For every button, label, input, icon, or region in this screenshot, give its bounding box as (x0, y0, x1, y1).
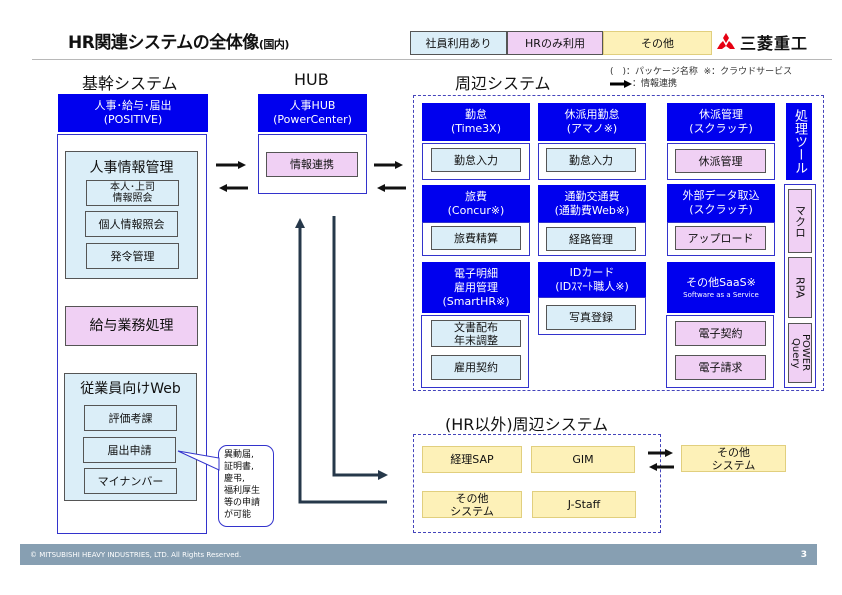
processing-tools-header: 処理ツール (786, 103, 812, 180)
macro-tool[interactable]: マクロ (788, 189, 812, 253)
peripheral-systems-frame (413, 95, 824, 391)
tools-title: 処理ツール (792, 109, 807, 174)
other-system[interactable]: その他 システム (422, 491, 522, 518)
head-line: (スクラッチ) (689, 122, 753, 135)
system-header-travel: 旅費(Concur※) (422, 185, 530, 223)
header-divider (32, 59, 832, 60)
head-line: (通勤費Web※) (554, 204, 630, 217)
arrow-nonhr-to-hub (295, 218, 387, 504)
my-number-item[interactable]: マイナンバー (84, 468, 177, 494)
head-line: (アマノ※) (566, 122, 618, 135)
rpa-label: RPA (793, 276, 807, 299)
hub-head-line2: (PowerCenter) (273, 113, 352, 126)
personal-info-inquiry[interactable]: 個人情報照会 (85, 211, 178, 237)
head-line: (Time3X) (450, 122, 502, 135)
electronic-contract[interactable]: 電子契約 (675, 321, 766, 346)
head-line: 休派管理 (699, 108, 743, 121)
page-title: HR関連システムの全体像(国内) (68, 28, 289, 53)
power-query-label: POWER Query (790, 334, 811, 372)
head-line: その他SaaS※ (686, 275, 756, 289)
document-distribution-year-end[interactable]: 文書配布 年末調整 (431, 320, 521, 347)
hub-head-line1: 人事HUB (289, 99, 336, 112)
non-hr-systems-frame (413, 434, 661, 533)
title-suffix: (国内) (258, 38, 290, 51)
system-header-other-saas: その他SaaS※Software as a Service (667, 262, 775, 313)
hub-header: 人事HUB (PowerCenter) (258, 94, 367, 132)
hub-section-title: HUB (294, 70, 329, 89)
head-line: 勤怠 (465, 108, 487, 121)
external-other-system[interactable]: その他 システム (681, 445, 786, 472)
head-line: (SmartHR※) (442, 294, 510, 308)
legend-employee-use: 社員利用あり (410, 31, 507, 55)
head-line: (スクラッチ) (689, 203, 753, 216)
power-query-tool[interactable]: POWER Query (788, 323, 812, 383)
page-number: 3 (800, 549, 807, 560)
arrow-hub-to-nonhr (332, 216, 388, 480)
system-header-leave-management: 休派管理(スクラッチ) (667, 103, 775, 141)
leave-attendance-input[interactable]: 勤怠入力 (546, 148, 636, 172)
route-management[interactable]: 経路管理 (546, 227, 636, 251)
cloud-note: ※：クラウドサービス (703, 67, 793, 77)
system-header-smarthr: 電子明細雇用管理(SmartHR※) (422, 262, 530, 313)
system-header-leave-attendance: 休派用勤怠(アマノ※) (538, 103, 646, 141)
head-line: Software as a Service (683, 290, 759, 299)
company-logo: 三菱重工 (716, 30, 808, 54)
callout-bubble: 異動届, 証明書, 慶弔, 福利厚生 等の申請 が可能 (218, 445, 274, 527)
legend-label: その他 (641, 37, 674, 50)
leave-management-item[interactable]: 休派管理 (675, 149, 766, 173)
system-header-commute: 通勤交通費(通勤費Web※) (538, 185, 646, 223)
evaluation-item[interactable]: 評価考課 (84, 405, 177, 431)
employment-contract[interactable]: 雇用契約 (431, 355, 521, 380)
j-staff-system[interactable]: J-Staff (532, 491, 636, 518)
arrow-right-icon (610, 80, 632, 88)
three-diamonds-icon (717, 33, 735, 49)
macro-label: マクロ (793, 204, 807, 238)
footer-bar: © MITSUBISHI HEAVY INDUSTRIES, LTD. All … (20, 544, 817, 565)
arrow-note: ：情報連携 (632, 79, 678, 89)
hr-info-title: 人事情報管理 (89, 160, 174, 176)
legend-notes: ( )：パッケージ名称 ※：クラウドサービス ：情報連携 (610, 66, 792, 90)
logo-text: 三菱重工 (740, 34, 809, 53)
legend-label: 社員利用あり (425, 37, 492, 50)
appointment-management[interactable]: 発令管理 (86, 243, 179, 269)
package-note: ( )：パッケージ名称 (610, 67, 698, 77)
head-line: 外部データ取込 (682, 189, 760, 202)
system-header-attendance: 勤怠(Time3X) (422, 103, 530, 141)
head-line: 旅費 (465, 190, 487, 203)
head-line: 通勤交通費 (564, 190, 620, 203)
peripheral-section-title: 周辺システム (455, 74, 551, 93)
travel-expense-settlement[interactable]: 旅費精算 (431, 226, 521, 250)
title-text: HR関連システムの全体像 (68, 33, 259, 53)
core-section-title: 基幹システム (82, 74, 178, 93)
employee-web-title: 従業員向けWeb (80, 381, 181, 397)
core-head-line2: (POSITIVE) (103, 113, 163, 126)
payroll-processing[interactable]: 給与業務処理 (65, 306, 198, 346)
system-header-external-data: 外部データ取込(スクラッチ) (667, 184, 775, 222)
legend-label: HRのみ利用 (525, 37, 585, 50)
electronic-invoice[interactable]: 電子請求 (675, 355, 766, 380)
upload-item[interactable]: アップロード (675, 226, 766, 250)
head-line: 雇用管理 (454, 280, 498, 294)
accounting-sap[interactable]: 経理SAP (422, 446, 522, 473)
non-hr-section-title: (HR以外)周辺システム (445, 415, 609, 434)
photo-registration[interactable]: 写真登録 (546, 305, 636, 330)
gim-system[interactable]: GIM (531, 446, 635, 473)
legend-hr-only: HRのみ利用 (507, 31, 603, 55)
core-system-header: 人事･給与･届出 (POSITIVE) (58, 94, 208, 132)
info-link-item[interactable]: 情報連携 (266, 152, 358, 177)
core-head-line1: 人事･給与･届出 (94, 99, 172, 112)
head-line: (Concur※) (447, 204, 505, 217)
head-line: 電子明細 (454, 266, 498, 280)
attendance-input[interactable]: 勤怠入力 (431, 148, 521, 172)
head-line: (IDｽﾏｰﾄ職人※) (555, 279, 629, 293)
rpa-tool[interactable]: RPA (788, 257, 812, 318)
legend-other: その他 (603, 31, 712, 55)
notification-application-item[interactable]: 届出申請 (83, 437, 176, 463)
head-line: IDカード (569, 265, 615, 279)
copyright-text: © MITSUBISHI HEAVY INDUSTRIES, LTD. All … (30, 550, 242, 559)
head-line: 休派用勤怠 (564, 108, 620, 121)
self-supervisor-inquiry[interactable]: 本人･上司 情報照会 (86, 180, 179, 206)
system-header-id-card: IDカード(IDｽﾏｰﾄ職人※) (538, 262, 646, 297)
